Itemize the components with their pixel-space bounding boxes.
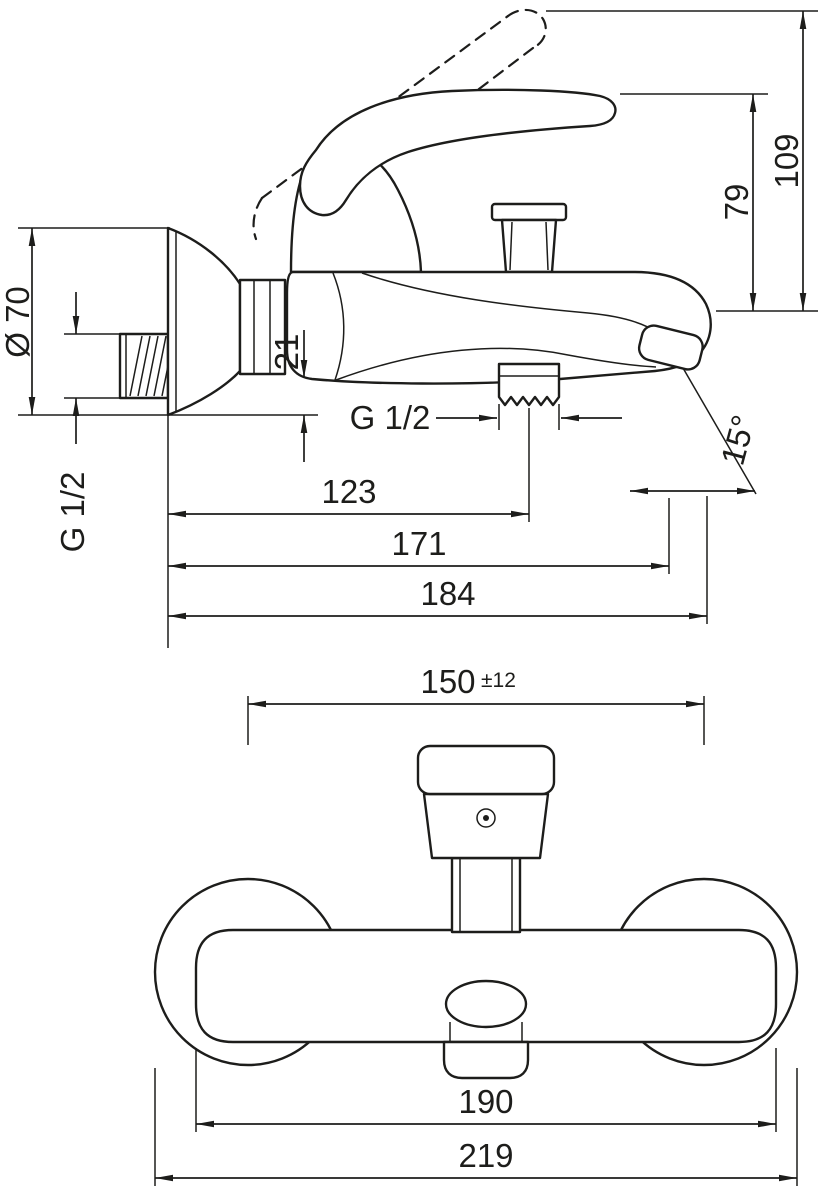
dim-height-79: 79 bbox=[620, 93, 768, 311]
dim-label-g12-wall: G 1/2 bbox=[54, 472, 91, 553]
dim-overall-width-219: 219 bbox=[154, 1068, 798, 1186]
dim-height-109: 109 bbox=[546, 10, 818, 312]
handle-indicator-ring bbox=[476, 808, 496, 828]
bath-outlet-thread bbox=[497, 362, 561, 407]
dim-label-219: 219 bbox=[458, 1137, 513, 1174]
dim-label-109: 109 bbox=[768, 133, 805, 188]
front-view: 150 ±12 bbox=[153, 663, 799, 1186]
dim-connection-centres-150: 150 ±12 bbox=[247, 663, 705, 745]
dim-outlet-thread-g12: G 1/2 bbox=[350, 399, 622, 436]
connection-nut bbox=[238, 278, 287, 376]
dim-label-150-tolerance: ±12 bbox=[481, 669, 516, 692]
diverter-port bbox=[490, 202, 568, 274]
cartridge-housing bbox=[450, 856, 522, 934]
handle-lever bbox=[289, 88, 617, 274]
dim-depth-171: 171 bbox=[168, 525, 669, 570]
waterway-contours bbox=[332, 272, 659, 381]
wall-escutcheon bbox=[166, 226, 242, 417]
dim-label-150: 150 bbox=[420, 663, 475, 700]
dim-wall-thread-g12: G 1/2 bbox=[54, 292, 128, 552]
dim-label-184: 184 bbox=[420, 575, 475, 612]
spout-front bbox=[442, 979, 530, 1080]
dim-escutcheon-diameter: Ø 70 bbox=[0, 227, 318, 416]
dim-label-g12-outlet: G 1/2 bbox=[350, 399, 431, 436]
dim-label-15deg: 15° bbox=[714, 411, 763, 469]
dim-outlet-drop-21: 21 bbox=[268, 330, 308, 462]
mixer-body bbox=[285, 270, 712, 385]
dim-label-diameter-70: Ø 70 bbox=[0, 286, 36, 358]
wall-thread-pipe bbox=[118, 332, 170, 400]
dim-depth-184: 184 bbox=[168, 575, 707, 620]
spout-aerator bbox=[637, 324, 704, 371]
dim-label-123: 123 bbox=[321, 473, 376, 510]
handle-indicator-dot bbox=[483, 815, 489, 821]
side-view: 109 79 Ø 70 G 1/2 21 bbox=[0, 8, 818, 648]
dim-label-21: 21 bbox=[268, 334, 305, 371]
dim-label-171: 171 bbox=[391, 525, 446, 562]
dim-depth-123: 123 bbox=[168, 473, 529, 518]
dim-body-width-190: 190 bbox=[195, 1048, 777, 1132]
dim-label-190: 190 bbox=[458, 1083, 513, 1120]
handle-front bbox=[416, 744, 556, 860]
dim-spout-angle-15: 15° bbox=[630, 367, 763, 495]
dim-label-79: 79 bbox=[718, 184, 755, 221]
